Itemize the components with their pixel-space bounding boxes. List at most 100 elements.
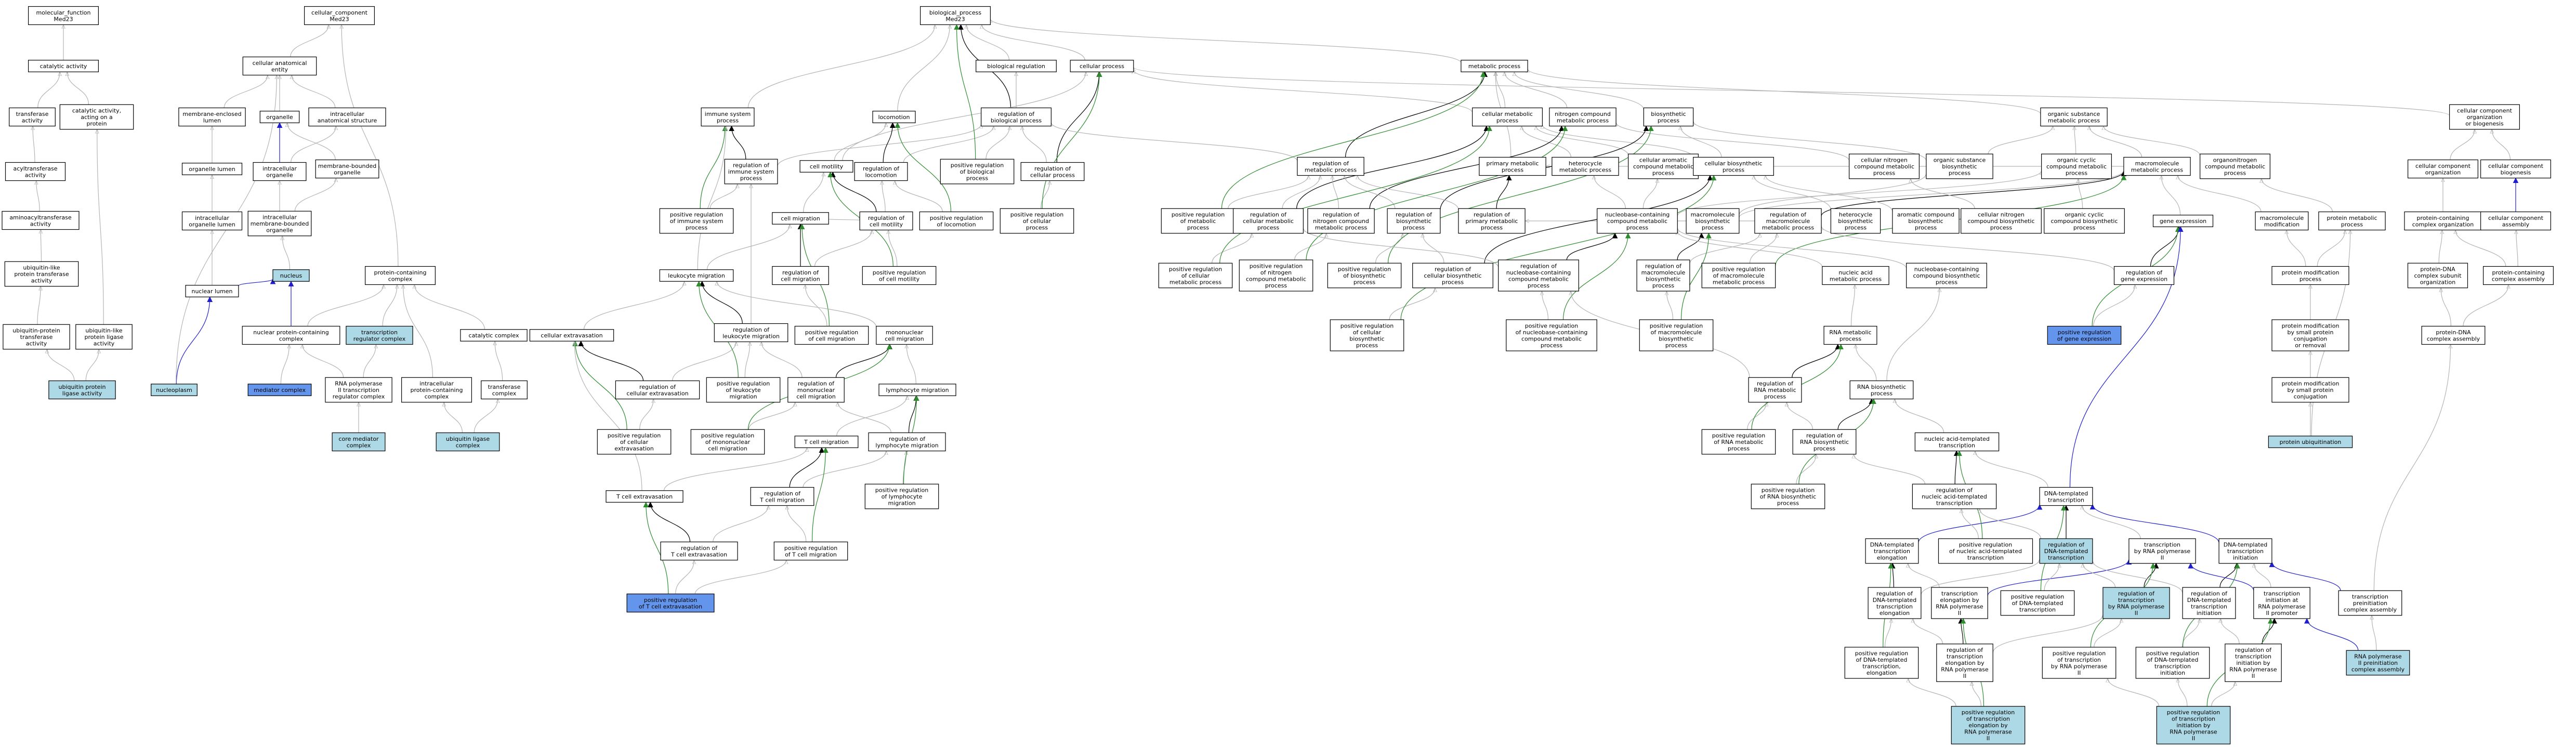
relationship-edge bbox=[414, 285, 485, 330]
go-term-node: organelle lumen bbox=[181, 163, 243, 175]
go-term-box bbox=[1748, 377, 1802, 403]
go-term-box bbox=[1327, 263, 1402, 289]
relationship-edge bbox=[908, 395, 919, 433]
go-term-label: mediator complex bbox=[254, 387, 306, 394]
relationship-edge bbox=[287, 123, 336, 160]
go-term-box bbox=[75, 324, 133, 350]
go-term-box bbox=[1412, 263, 1493, 289]
go-term-box bbox=[872, 111, 916, 123]
relationship-edge bbox=[897, 25, 950, 111]
relationship-edge bbox=[1306, 125, 1568, 260]
go-term-node: cell motility bbox=[799, 160, 853, 173]
relationship-edge bbox=[37, 72, 60, 108]
go-term-box bbox=[1865, 538, 1919, 564]
relationship-edge bbox=[717, 281, 877, 327]
go-term-box bbox=[1506, 319, 1597, 351]
relationship-edge bbox=[1134, 67, 2450, 116]
go-term-node: biological regulation bbox=[976, 60, 1057, 72]
go-term-box bbox=[1849, 153, 1920, 179]
relationship-edge bbox=[2254, 563, 2271, 588]
relationship-edge bbox=[1387, 125, 1654, 264]
go-term-box bbox=[272, 269, 310, 282]
go-term-box bbox=[787, 377, 845, 403]
relationship-edge bbox=[2178, 678, 2188, 706]
go-term-box bbox=[1387, 208, 1441, 234]
go-term-box bbox=[1693, 156, 1774, 176]
go-term-box bbox=[364, 266, 436, 285]
go-term-node: gene expression bbox=[2152, 215, 2214, 227]
relationship-edge bbox=[1514, 72, 1644, 110]
relationship-edge bbox=[982, 25, 1085, 60]
relationship-edge bbox=[2074, 126, 2076, 154]
relationship-edge bbox=[2441, 288, 2452, 326]
go-term-node: metabolic process bbox=[1461, 60, 1528, 72]
relationship-edge bbox=[2219, 562, 2240, 588]
go-term-node: nucleus bbox=[272, 269, 310, 282]
relationship-edge bbox=[2211, 682, 2236, 706]
go-term-node: leukocyte migration bbox=[659, 269, 734, 282]
go-term-box bbox=[2182, 587, 2236, 619]
go-term-box bbox=[772, 266, 829, 285]
relationship-edge bbox=[709, 184, 738, 209]
relationship-edge bbox=[1358, 176, 1459, 210]
go-term-node: nuclear lumen bbox=[185, 285, 239, 297]
go-term-box bbox=[1931, 587, 1988, 619]
relationship-edge bbox=[363, 345, 376, 378]
go-term-box bbox=[919, 6, 991, 25]
relationship-edge bbox=[2089, 126, 2143, 158]
go-term-label: leukocyte migration bbox=[668, 272, 725, 279]
go-term-box bbox=[1951, 706, 2026, 744]
relationship-edge bbox=[789, 447, 825, 488]
go-term-node: T cell extravasation bbox=[606, 490, 684, 503]
relationship-edge bbox=[777, 124, 981, 166]
go-term-box bbox=[4, 261, 79, 287]
go-term-box bbox=[2200, 153, 2271, 179]
relationship-edge bbox=[474, 399, 498, 433]
go-term-box bbox=[1849, 380, 1914, 400]
relationship-edge bbox=[47, 349, 75, 381]
go-term-box bbox=[1472, 107, 1543, 127]
relationship-edge bbox=[1677, 231, 1823, 268]
go-term-box bbox=[2, 211, 80, 230]
relationship-edge bbox=[1739, 174, 1926, 215]
go-term-box bbox=[626, 593, 715, 613]
relationship-edge bbox=[2317, 230, 2345, 267]
